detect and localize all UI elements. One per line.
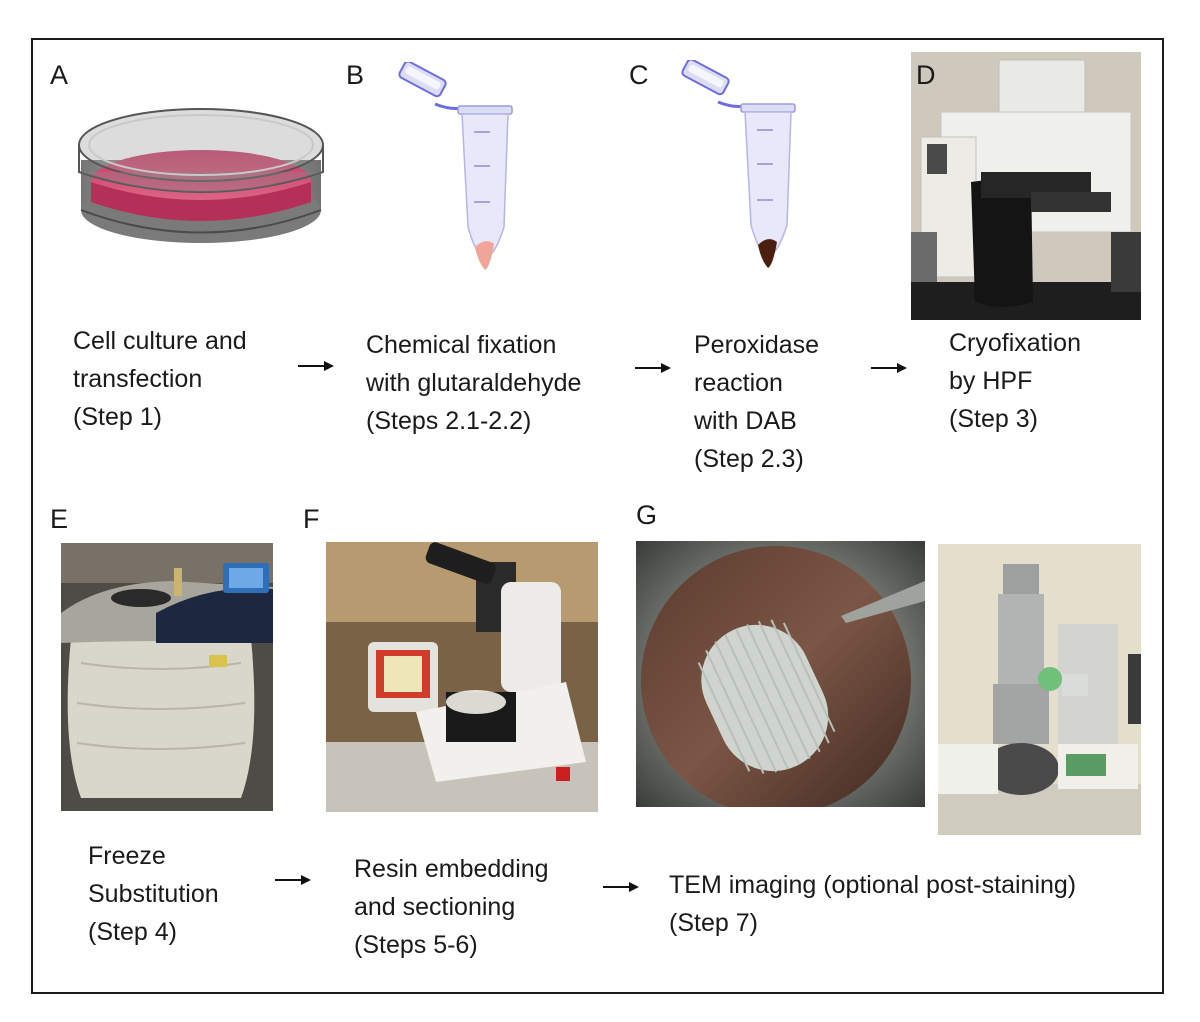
caption-a-line-1: Cell culture and [73, 327, 247, 355]
caption-d: Cryofixation by HPF (Step 3) [949, 324, 1081, 438]
caption-f-line-1: Resin embedding [354, 855, 549, 883]
arrow-e-to-f [275, 875, 311, 885]
caption-a-line-3: (Step 1) [73, 403, 162, 431]
caption-b-line-3: (Steps 2.1-2.2) [366, 407, 532, 435]
caption-g: TEM imaging (optional post-staining) (St… [669, 866, 1076, 942]
ultramicrotome-photo [326, 542, 598, 812]
caption-b: Chemical fixation with glutaraldehyde (S… [366, 326, 581, 440]
caption-d-line-2: by HPF [949, 367, 1033, 395]
caption-c-line-3: with DAB [694, 407, 797, 435]
caption-b-line-1: Chemical fixation [366, 331, 557, 359]
caption-c: Peroxidase reaction with DAB (Step 2.3) [694, 326, 819, 478]
caption-e-line-2: Substitution [88, 880, 219, 908]
pellet-c [758, 239, 777, 268]
figure-frame: A [31, 38, 1164, 994]
arrow-b-to-c [635, 363, 671, 373]
caption-g-line-2: (Step 7) [669, 909, 758, 937]
caption-e: Freeze Substitution (Step 4) [88, 837, 219, 951]
freeze-substitution-unit-photo [61, 543, 273, 811]
caption-c-line-1: Peroxidase [694, 331, 820, 359]
high-pressure-freezer-photo [911, 52, 1141, 320]
electron-microscope-photo [938, 544, 1141, 835]
caption-c-line-4: (Step 2.3) [694, 445, 804, 473]
caption-e-line-1: Freeze [88, 842, 166, 870]
caption-d-line-3: (Step 3) [949, 405, 1038, 433]
caption-b-line-2: with glutaraldehyde [366, 369, 582, 397]
panel-letter-c: C [629, 60, 649, 90]
caption-d-line-1: Cryofixation [949, 329, 1081, 357]
panel-letter-e: E [50, 504, 69, 534]
panel-letter-a: A [50, 60, 69, 90]
arrow-a-to-b [298, 361, 334, 371]
caption-f: Resin embedding and sectioning (Steps 5-… [354, 850, 549, 964]
caption-a-line-2: transfection [73, 365, 203, 393]
caption-c-line-2: reaction [694, 369, 783, 397]
tem-grid-photo [636, 541, 925, 807]
panel-letter-f: F [303, 504, 320, 534]
arrow-f-to-g [603, 882, 639, 892]
caption-f-line-3: (Steps 5-6) [354, 931, 478, 959]
microcentrifuge-tube-icon [673, 60, 803, 300]
pellet-b [475, 241, 494, 270]
arrow-c-to-d [871, 363, 907, 373]
panel-letter-b: B [346, 60, 365, 90]
caption-f-line-2: and sectioning [354, 893, 516, 921]
panel-letter-g: G [636, 500, 658, 530]
caption-a: Cell culture and transfection (Step 1) [73, 322, 247, 436]
microcentrifuge-tube-icon [390, 62, 520, 302]
petri-dish-icon [71, 100, 331, 250]
panel-letter-d: D [916, 60, 936, 90]
caption-g-line-1: TEM imaging (optional post-staining) [669, 871, 1077, 899]
caption-e-line-3: (Step 4) [88, 918, 177, 946]
